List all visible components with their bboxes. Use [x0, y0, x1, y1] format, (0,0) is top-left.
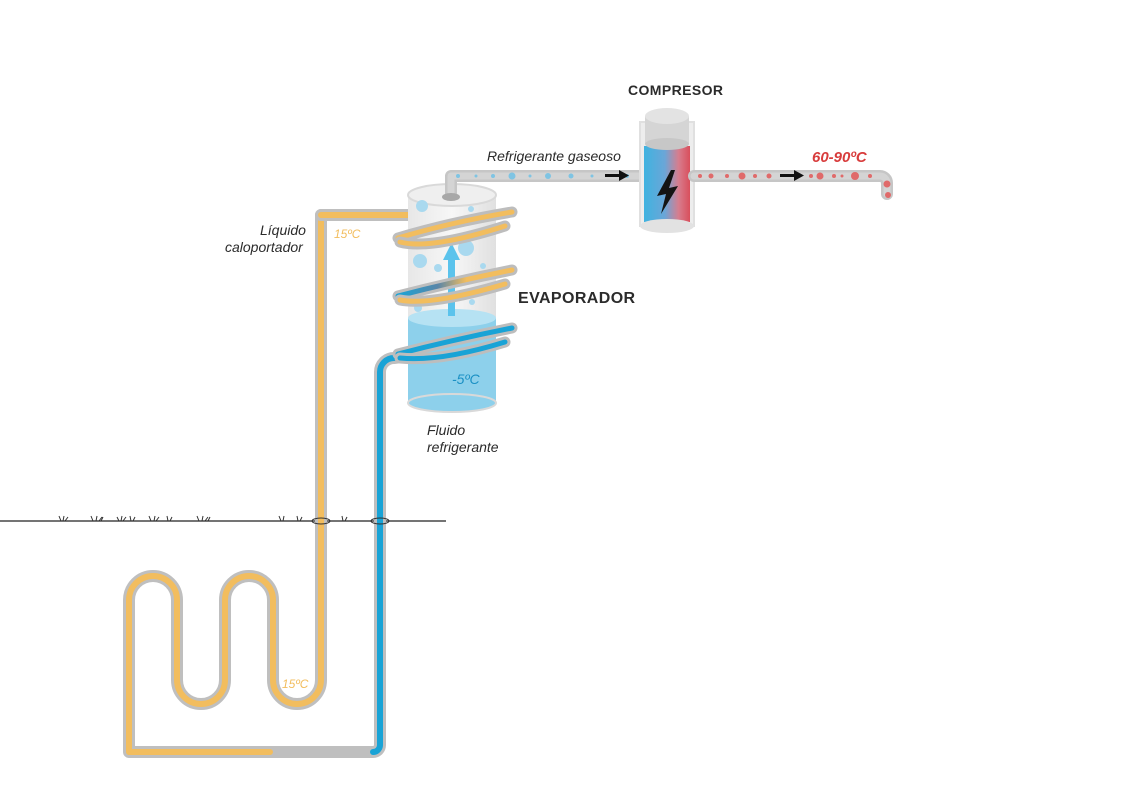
gas-dots-hot — [698, 172, 891, 198]
grass-tuft-icon — [129, 515, 136, 522]
refrigerant-fluid-label-line2: refrigerante — [427, 439, 499, 455]
temp-ground-label: 15ºC — [282, 677, 309, 691]
lightning-icon — [657, 170, 678, 214]
flow-arrow-icon — [605, 170, 629, 181]
grass-tuft-icon — [341, 515, 348, 522]
grass-tuft-icon — [90, 515, 104, 522]
temp-hot-label: 60-90ºC — [812, 149, 867, 166]
grass-tuft-icon — [296, 515, 303, 522]
heat-carrier-label-line2: caloportador — [225, 239, 303, 255]
heat-carrier-label-line1: Líquido — [260, 222, 306, 238]
grass-tufts — [58, 515, 348, 522]
ground-loop — [123, 209, 414, 758]
grass-tuft-icon — [166, 515, 173, 522]
evaporator-coils — [392, 206, 518, 365]
refrigerant-fluid-label-line1: Fluido — [427, 422, 466, 438]
grass-tuft-icon — [196, 515, 211, 522]
compressor — [639, 108, 695, 233]
grass-tuft-icon — [148, 515, 160, 522]
gas-pipe-out — [688, 170, 893, 200]
gas-refrigerant-label: Refrigerante gaseoso — [487, 148, 621, 164]
temp-top-label: 15ºC — [334, 227, 361, 241]
flow-arrow-icon — [780, 170, 804, 181]
temp-cold-label: -5ºC — [452, 371, 480, 387]
grass-tuft-icon — [278, 515, 285, 522]
gas-pipe-in — [442, 170, 650, 201]
compressor-label: COMPRESOR — [628, 82, 724, 98]
grass-tuft-icon — [116, 515, 127, 522]
evaporator-label: EVAPORADOR — [518, 290, 636, 307]
grass-tuft-icon — [58, 515, 69, 522]
